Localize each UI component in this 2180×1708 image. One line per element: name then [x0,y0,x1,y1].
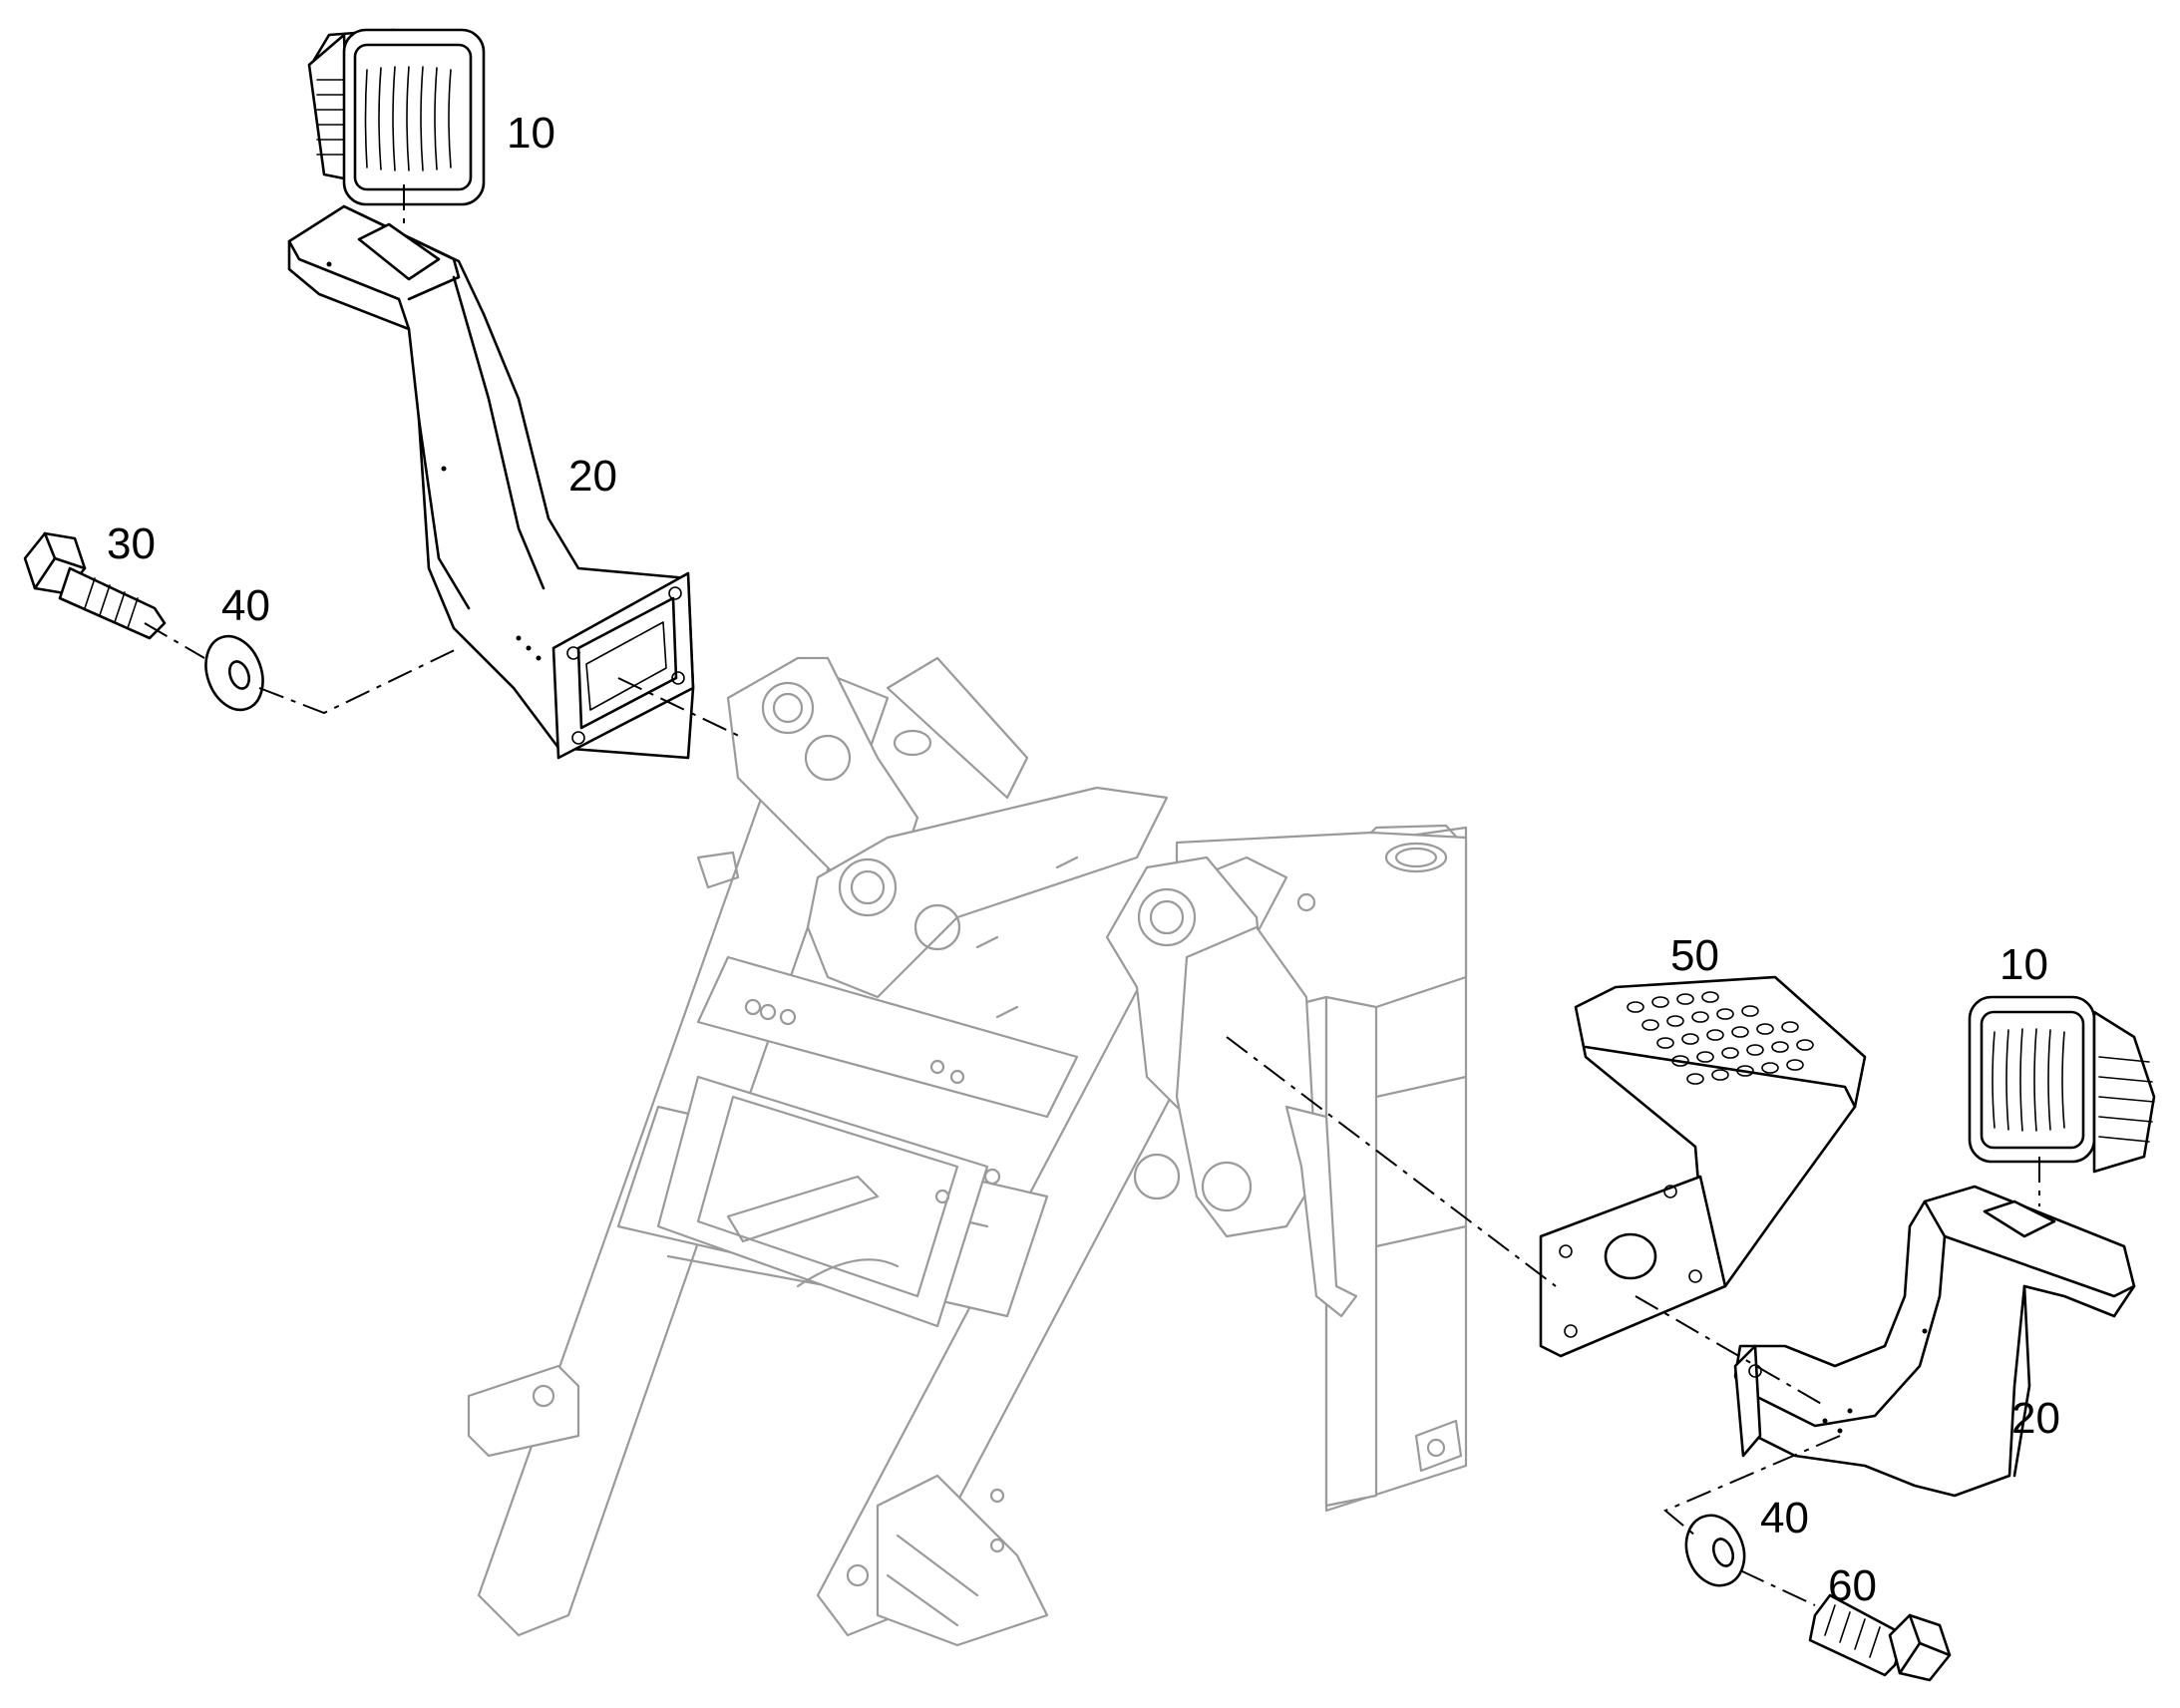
callout-lamp-top: 10 [507,109,555,158]
access-step [1539,975,1867,1358]
callout-lamp-right: 10 [1999,940,2048,989]
callout-bracket-right: 20 [2011,1394,2060,1443]
callout-washer-right: 40 [1760,1494,1809,1542]
callout-bracket-left: 20 [568,452,617,501]
washer-right [1684,1514,1746,1587]
callout-labels: 10 20 30 40 50 10 20 40 60 [107,109,2060,1610]
callout-step: 50 [1670,931,1719,980]
hex-bolt-right [1808,1593,1952,1682]
washer-left [204,634,264,712]
lamp-bracket-right [1733,1185,2136,1498]
work-lamp-right [1968,995,2156,1174]
callout-bolt-left: 30 [107,519,156,568]
loader-front-frame [467,656,1468,1647]
hex-bolt-left [23,531,167,640]
work-lamp-top-left [307,28,486,206]
callout-bolt-right: 60 [1828,1561,1877,1610]
leader-lines [144,184,2040,1606]
lamp-bracket-left [287,204,695,760]
callout-washer-left: 40 [221,581,270,630]
step-tread-holes [1627,991,1814,1085]
